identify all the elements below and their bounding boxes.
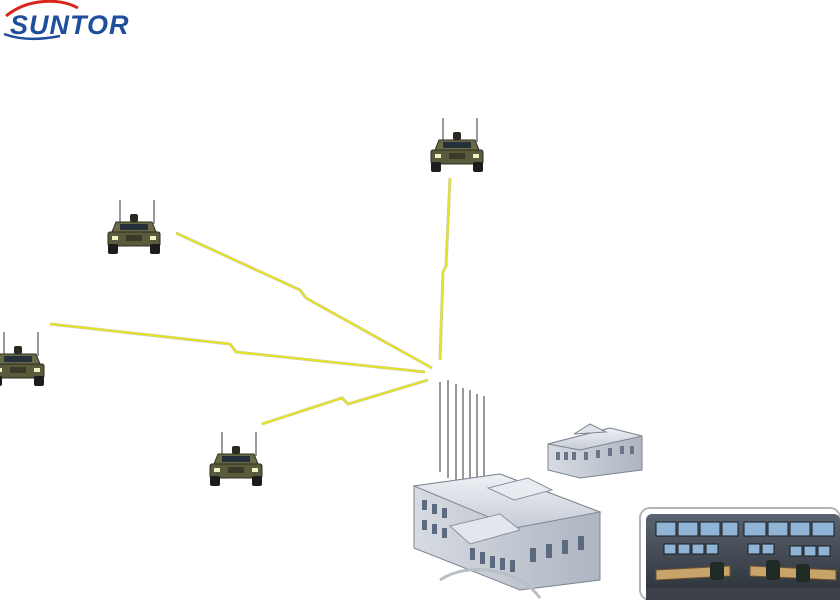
military-vehicle-icon bbox=[431, 118, 483, 172]
wireless-link-vehicle-4 bbox=[440, 178, 450, 360]
secondary-building-icon bbox=[548, 424, 642, 478]
control-room-icon bbox=[640, 508, 840, 600]
military-vehicle-icon bbox=[0, 332, 44, 386]
suntor-logo: SUNTOR bbox=[4, 1, 130, 40]
wireless-links bbox=[50, 178, 450, 424]
logo-text: SUNTOR bbox=[10, 10, 130, 40]
military-vehicle-icon bbox=[108, 200, 160, 254]
wireless-link-vehicle-1 bbox=[176, 233, 432, 368]
base-station-building-icon bbox=[414, 380, 600, 598]
military-vehicle-icon bbox=[210, 432, 262, 486]
